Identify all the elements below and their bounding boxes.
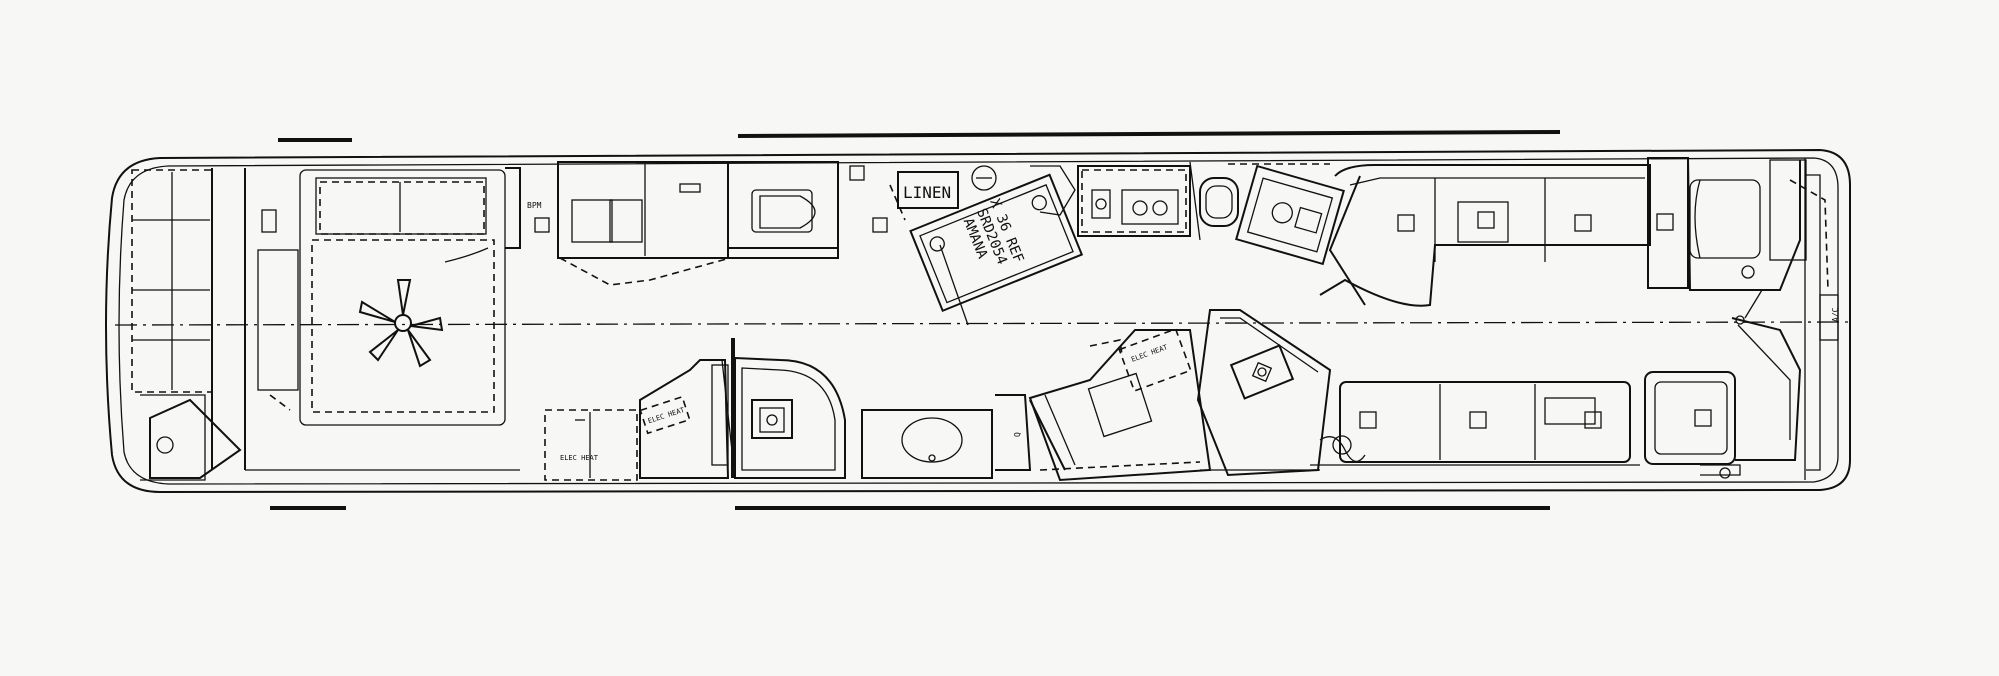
elec-heat-label-3: ELEC HEAT	[1130, 343, 1169, 364]
small-box	[849, 165, 865, 181]
dinette	[1196, 309, 1332, 477]
bedroom: BPM	[299, 169, 550, 426]
washer-dryer: ELEC HEAT	[544, 409, 638, 481]
front-seats: A/C	[1647, 157, 1840, 480]
sink	[1199, 163, 1345, 266]
front-lower-seats	[1644, 289, 1802, 479]
upper-cabinets	[557, 161, 731, 286]
couch-upper	[1319, 164, 1674, 307]
elec-heat-label-2: ELEC HEAT	[560, 454, 599, 462]
entry-tag: Q	[1013, 432, 1022, 437]
closet-lower: ELEC HEAT	[639, 338, 735, 479]
rear-wardrobe	[131, 168, 299, 481]
small-box	[872, 217, 888, 233]
tv-icon	[1251, 361, 1273, 383]
galley-upper	[1030, 161, 1345, 266]
refrigerator-block: LINEN AMANA SRD2054 X 36 REF	[889, 165, 1084, 326]
dining-chairs: ELEC HEAT	[1028, 328, 1212, 482]
door-swing	[269, 394, 291, 411]
bathroom-lower	[721, 356, 993, 479]
exterior-trim-lines	[270, 130, 1561, 510]
svg-text:A/C: A/C	[1831, 307, 1840, 322]
toilet	[727, 161, 839, 259]
coach-shell	[105, 148, 1851, 494]
entry-step: Q	[995, 394, 1032, 471]
couch-lower	[1310, 381, 1640, 466]
linen-label: LINEN	[903, 183, 951, 202]
centerline	[114, 321, 1851, 326]
ceiling-fan-icon	[358, 279, 444, 368]
bpm-label: BPM	[527, 201, 542, 210]
